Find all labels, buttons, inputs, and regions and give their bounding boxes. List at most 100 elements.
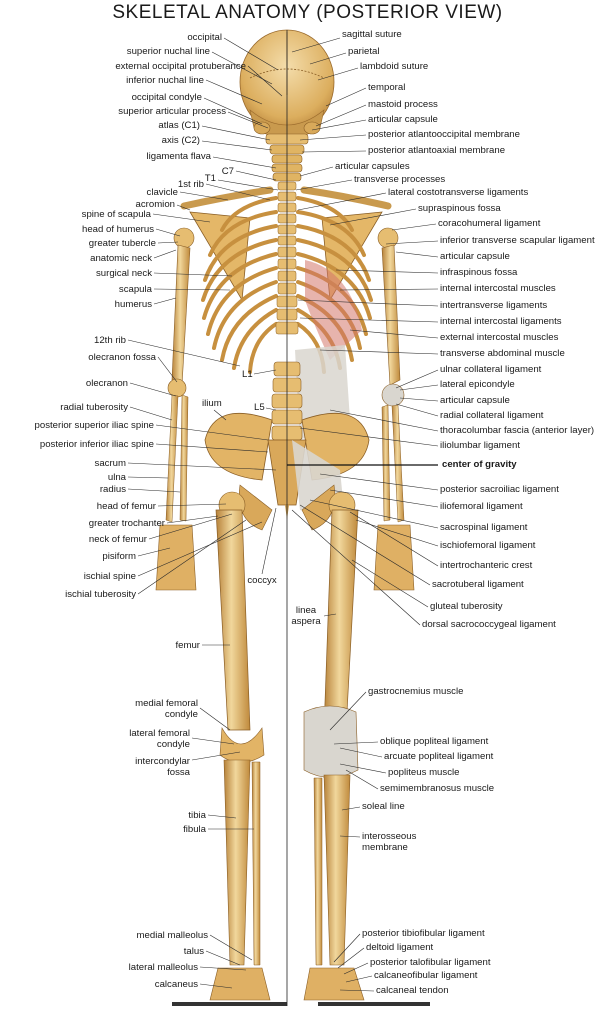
label-calcaneofibular-ligament: calcaneofibular ligament <box>374 970 478 981</box>
label-dorsal-sacrococcygeal-ligament: dorsal sacrococcygeal ligament <box>422 619 556 630</box>
label-thoracolumbar-fascia: thoracolumbar fascia (anterior layer) <box>440 425 595 436</box>
label-lateral-costotransverse-ligaments: lateral costotransverse ligaments <box>388 187 529 198</box>
diagram-title: SKELETAL ANATOMY (POSTERIOR VIEW) <box>112 2 503 23</box>
label-transverse-abdominal-muscle: transverse abdominal muscle <box>440 348 565 359</box>
label-occipital: occipital <box>187 32 222 43</box>
label-pisiform: pisiform <box>102 551 136 562</box>
label-articular-capsules: articular capsules <box>335 161 410 172</box>
left-leg <box>209 491 271 1001</box>
label-radial-collateral-ligament: radial collateral ligament <box>440 410 544 421</box>
label-calcaneal-tendon: calcaneal tendon <box>376 985 449 996</box>
label-talus: talus <box>183 946 204 957</box>
label-greater-trochanter: greater trochanter <box>88 518 165 529</box>
leader-lines-right <box>291 37 439 992</box>
label-ischiofemoral-ligament: ischiofemoral ligament <box>440 540 536 551</box>
label-olecranon-fossa: olecranon fossa <box>88 352 156 363</box>
label-iliofemoral-ligament: iliofemoral ligament <box>440 501 523 512</box>
label-femur: femur <box>175 640 200 651</box>
label-12th-rib: 12th rib <box>94 335 126 346</box>
label-mastoid-process: mastoid process <box>368 99 438 110</box>
label-sagittal-suture: sagittal suture <box>342 29 402 40</box>
label-radius: radius <box>99 484 126 495</box>
label-intertrochanteric-crest: intertrochanteric crest <box>440 560 533 571</box>
label-posterior-inferior-iliac-spine: posterior inferior iliac spine <box>39 439 154 450</box>
label-coccyx: coccyx <box>247 575 277 586</box>
label-calcaneus: calcaneus <box>154 979 198 990</box>
right-clavicle <box>300 186 392 210</box>
label-spine-of-scapula: spine of scapula <box>81 209 151 220</box>
label-gluteal-tuberosity: gluteal tuberosity <box>430 601 503 612</box>
label-head-of-humerus: head of humerus <box>82 224 154 235</box>
label-arcuate-popliteal-ligament: arcuate popliteal ligament <box>384 751 494 762</box>
label-deltoid-ligament: deltoid ligament <box>366 942 434 953</box>
label-superior-nuchal-line: superior nuchal line <box>126 46 210 57</box>
label-internal-intercostal-ligaments: internal intercostal ligaments <box>440 316 562 327</box>
label-supraspinous-fossa: supraspinous fossa <box>418 203 501 214</box>
label-popliteus-muscle: popliteus muscle <box>388 767 460 778</box>
label-coracohumeral-ligament: coracohumeral ligament <box>438 218 541 229</box>
label-iliolumbar-ligament: iliolumbar ligament <box>440 440 520 451</box>
label-axis-c2: axis (C2) <box>161 135 200 146</box>
label-ulna: ulna <box>107 472 126 483</box>
label-surgical-neck: surgical neck <box>96 268 152 279</box>
label-ischial-spine: ischial spine <box>83 571 136 582</box>
label-humerus: humerus <box>114 299 152 310</box>
right-arm <box>373 227 415 591</box>
label-inferior-transverse-scapular-ligament: inferior transverse scapular ligament <box>440 235 595 246</box>
label-posterior-sacroiliac-ligament: posterior sacroiliac ligament <box>440 484 559 495</box>
label-l5: L5 <box>254 402 265 413</box>
label-lateral-epicondyle: lateral epicondyle <box>440 379 515 390</box>
label-sacrospinal-ligament: sacrospinal ligament <box>440 522 528 533</box>
right-leg <box>303 491 365 1001</box>
label-medial-malleolus: medial malleolus <box>136 930 208 941</box>
label-posterior-superior-iliac-spine: posterior superior iliac spine <box>34 420 154 431</box>
label-1st-rib: 1st rib <box>177 179 204 190</box>
label-center-of-gravity: center of gravity <box>442 459 517 470</box>
label-scapula: scapula <box>118 284 152 295</box>
label-oblique-popliteal-ligament: oblique popliteal ligament <box>380 736 489 747</box>
label-radial-tuberosity: radial tuberosity <box>60 402 128 413</box>
label-inferior-nuchal-line: inferior nuchal line <box>126 75 204 86</box>
label-sacrum: sacrum <box>94 458 126 469</box>
intercostal-muscles <box>305 260 362 360</box>
label-ligamenta-flava: ligamenta flava <box>146 151 211 162</box>
label-ulnar-collateral-ligament: ulnar collateral ligament <box>440 364 542 375</box>
label-greater-tubercle: greater tubercle <box>88 238 156 249</box>
label-transverse-processes: transverse processes <box>354 174 446 185</box>
label-gastrocnemius-muscle: gastrocnemius muscle <box>368 686 464 697</box>
label-parietal: parietal <box>348 46 380 57</box>
label-external-occipital-protuberance: external occipital protuberance <box>115 61 246 72</box>
label-intertransverse-ligaments: intertransverse ligaments <box>440 300 548 311</box>
ground-right <box>318 1002 430 1006</box>
label-head-of-femur: head of femur <box>96 501 156 512</box>
label-posterior-tibiofibular-ligament: posterior tibiofibular ligament <box>362 928 485 939</box>
label-fibula: fibula <box>183 824 206 835</box>
label-infraspinous-fossa: infraspinous fossa <box>440 267 518 278</box>
label-t1: T1 <box>204 173 216 184</box>
label-atlas-c1: atlas (C1) <box>158 120 200 131</box>
label-posterior-talofibular-ligament: posterior talofibular ligament <box>370 957 491 968</box>
label-clavicle: clavicle <box>146 187 178 198</box>
label-anatomic-neck: anatomic neck <box>90 253 152 264</box>
leader-lines-left <box>127 37 283 989</box>
label-semimembranosus-muscle: semimembranosus muscle <box>380 783 495 794</box>
label-superior-articular-process: superior articular process <box>118 106 226 117</box>
label-neck-of-femur: neck of femur <box>88 534 147 545</box>
label-soleal-line: soleal line <box>362 801 405 812</box>
label-lambdoid-suture: lambdoid suture <box>360 61 429 72</box>
label-posterior-atlantooccipital-membrane: posterior atlantooccipital membrane <box>368 129 520 140</box>
label-articular-capsule-2: articular capsule <box>440 251 510 262</box>
left-arm <box>155 227 197 591</box>
label-external-intercostal-muscles: external intercostal muscles <box>440 332 559 343</box>
label-ilium: ilium <box>202 398 222 409</box>
label-ischial-tuberosity: ischial tuberosity <box>65 589 136 600</box>
label-articular-capsule-3: articular capsule <box>440 395 510 406</box>
label-internal-intercostal-muscles: internal intercostal muscles <box>440 283 556 294</box>
left-clavicle <box>180 186 274 210</box>
